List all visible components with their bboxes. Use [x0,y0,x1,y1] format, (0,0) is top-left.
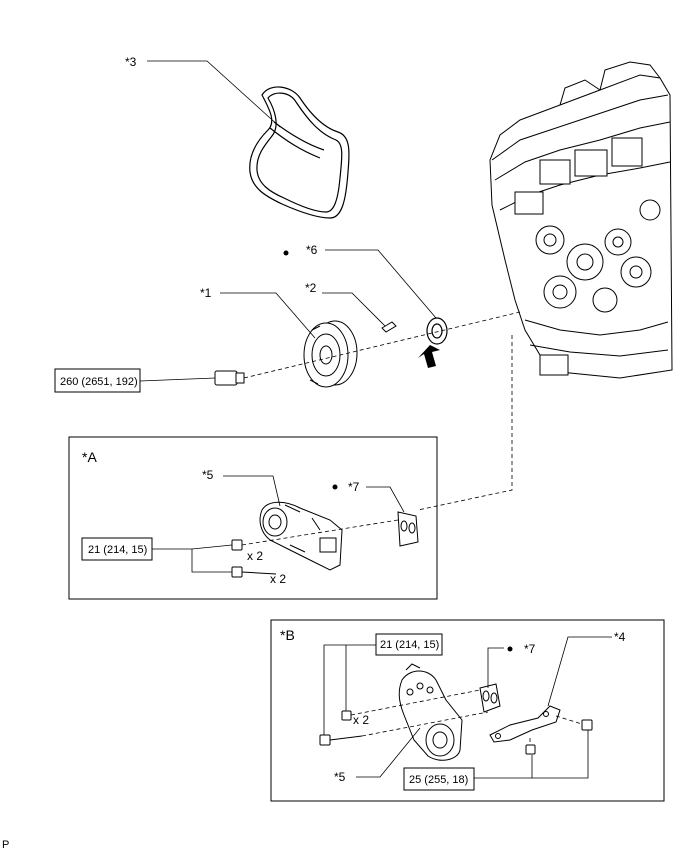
torque-b1-text: 21 (214, 15) [380,639,439,651]
leader-lines-top [139,60,437,382]
torque-box-main [54,368,141,393]
install-arrow [418,345,440,368]
callout-1: *1 [200,286,212,300]
torque-box-a [81,537,153,561]
callout-4: *4 [614,630,626,644]
compressor-a [259,501,343,571]
nut-b2 [525,744,536,755]
stud-bolt-b [319,734,363,746]
drive-belt [249,86,350,219]
callout-7b: *7 [524,642,536,656]
callout-2: *2 [305,281,317,295]
callout-5a: *5 [202,468,214,482]
callout-5b: *5 [334,770,346,784]
panel-b [270,619,665,802]
callout-7a: *7 [348,480,360,494]
qty-a2: x 2 [270,572,286,586]
torque-box-b2 [403,767,475,791]
panel-a [68,436,438,600]
panel-b-title: *B [280,627,295,643]
footer-code: P [2,839,9,851]
qty-b1: x 2 [353,713,369,727]
dot-7b [507,646,513,652]
bolt-b [581,719,593,731]
pulley-bolt [214,370,245,386]
centerline-b [350,689,583,745]
qty-a1: x 2 [247,549,263,563]
dot-6 [283,250,289,256]
panel-a-title: *A [82,449,97,465]
woodruff-key [381,321,397,333]
callout-3: *3 [125,55,137,69]
torque-main-text: 260 (2651, 192) [60,376,138,388]
torque-a-text: 21 (214, 15) [88,544,147,556]
centerline-a [241,519,399,546]
engine-block [489,61,673,379]
nut-b [341,710,352,721]
compressor-b [398,663,463,761]
dot-7a [332,484,338,490]
gasket-b [479,683,501,713]
nut-a [231,539,243,551]
gasket-a [397,511,419,547]
leader-lines-a [152,475,405,573]
callout-6: *6 [306,243,318,257]
torque-b2-text: 25 (255, 18) [409,774,468,786]
torque-box-b1 [375,633,443,656]
crankshaft-pulley [303,320,358,388]
centerline [243,311,521,511]
bracket-b [489,705,561,743]
leader-lines-b [323,636,612,779]
oil-seal [426,317,448,345]
